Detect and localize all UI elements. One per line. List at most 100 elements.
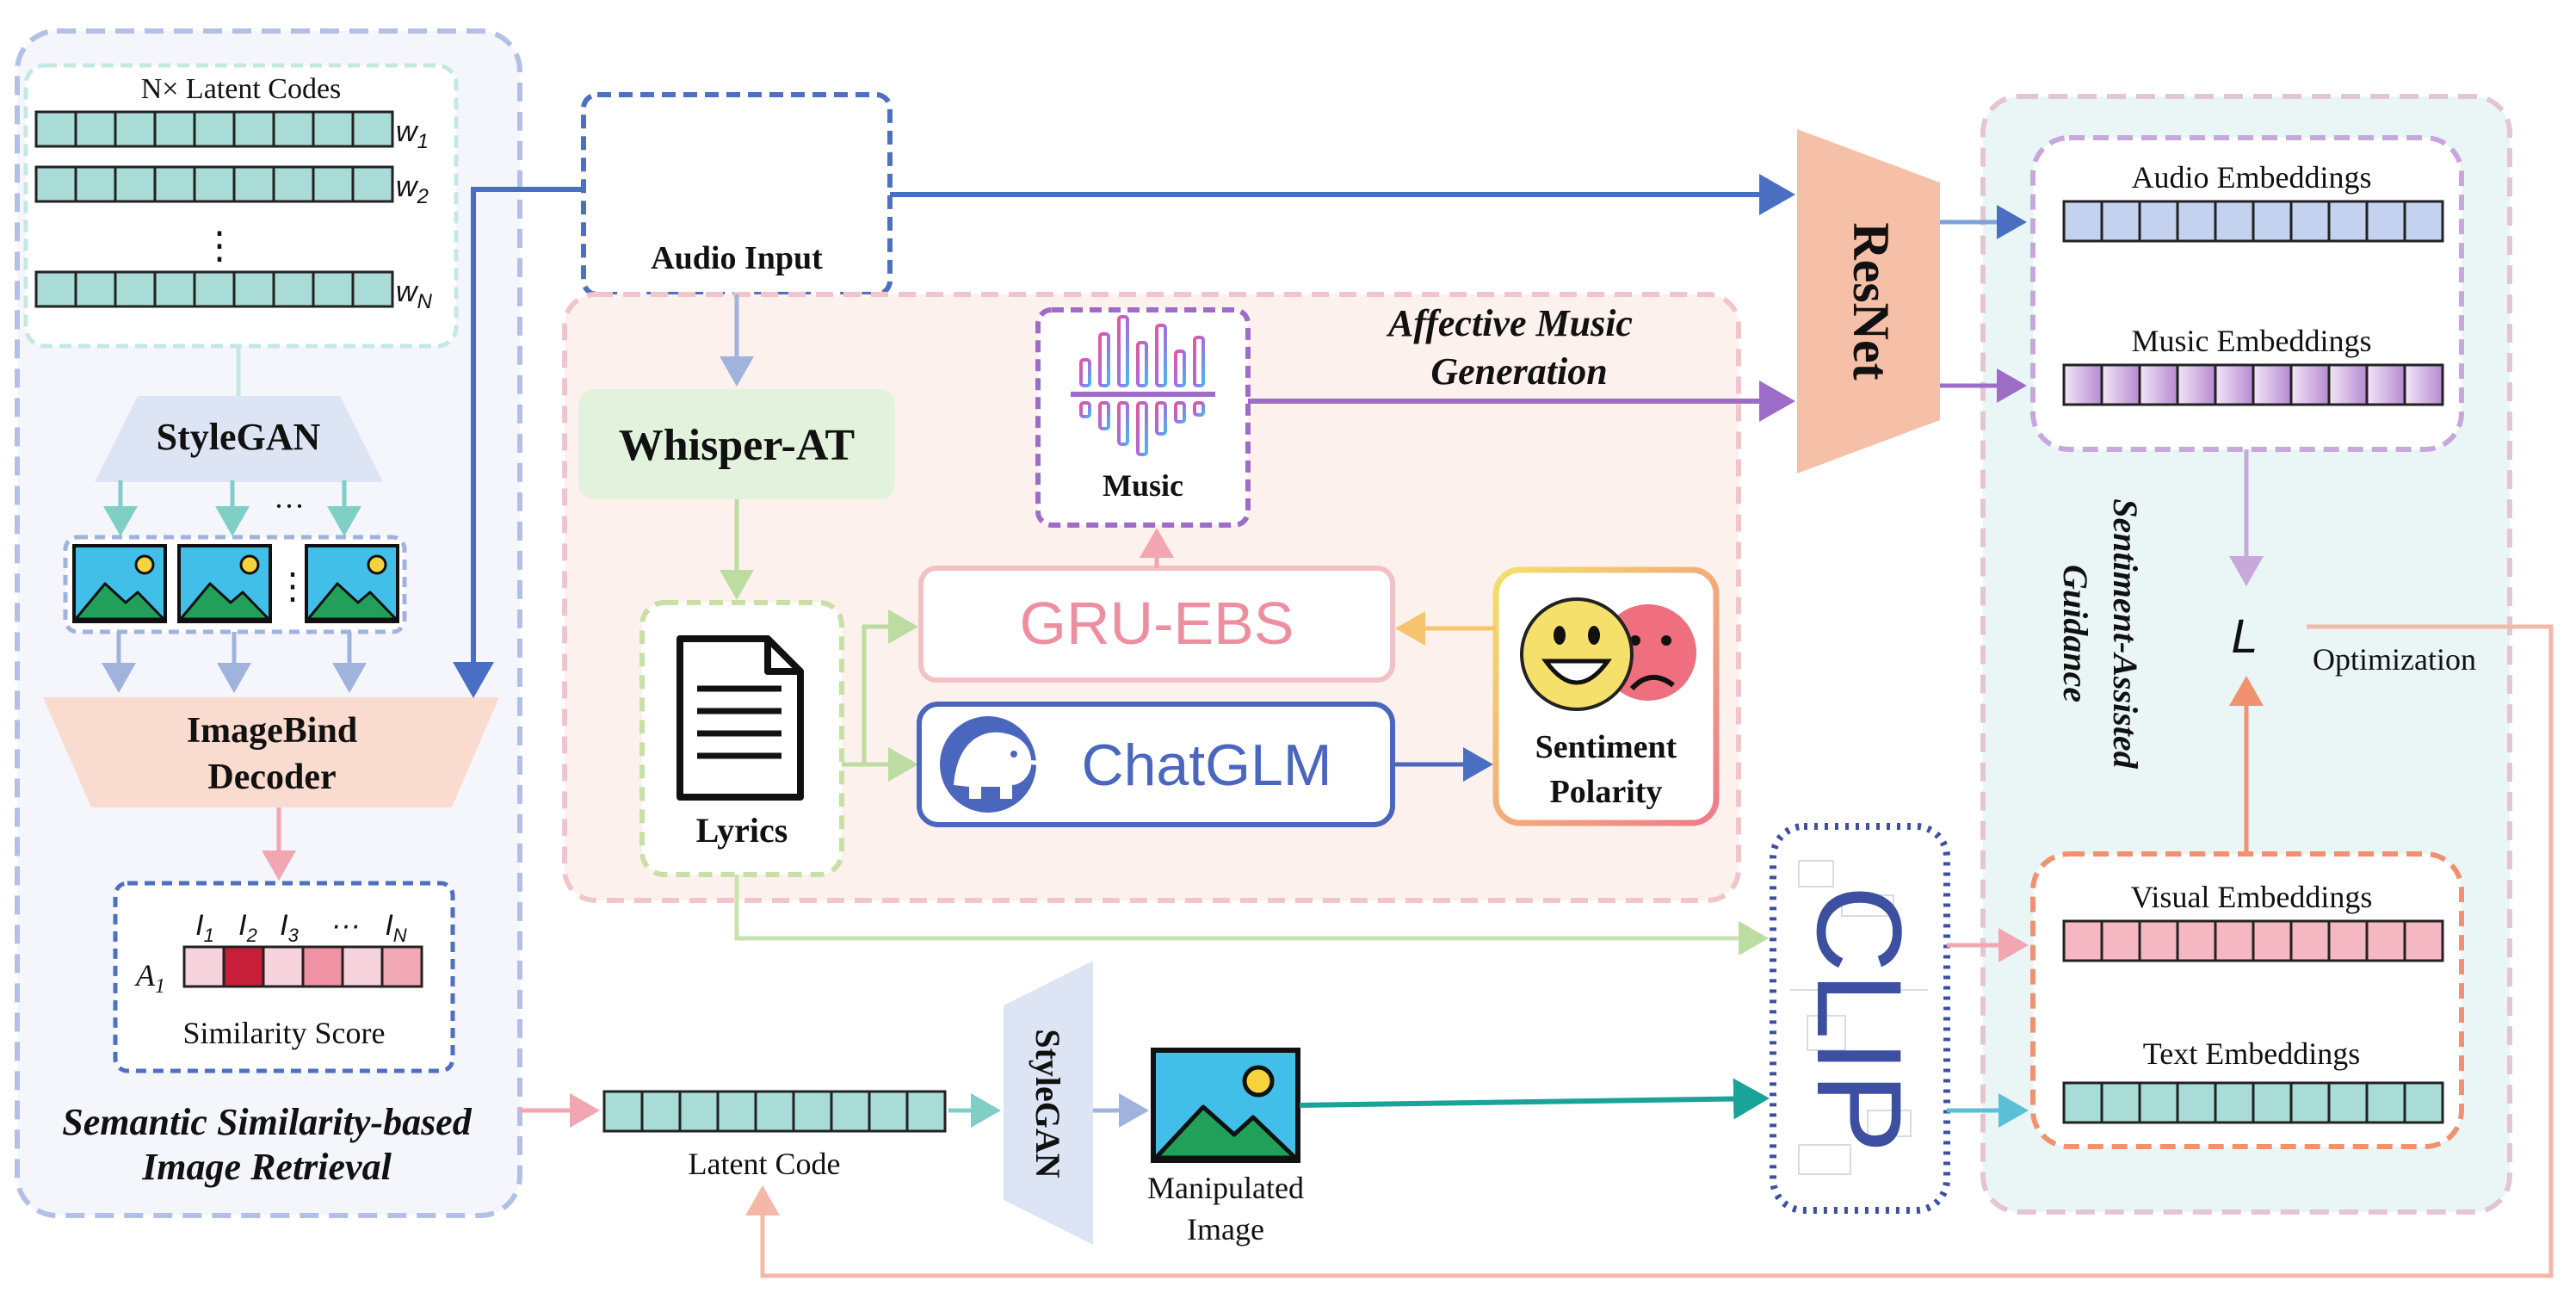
latent-cell bbox=[232, 270, 275, 308]
text-embedding-cell bbox=[2062, 1081, 2103, 1124]
latent-cell bbox=[312, 110, 355, 148]
lyrics-to-gru-arrow bbox=[842, 609, 918, 767]
visual-embedding-cell bbox=[2289, 919, 2331, 962]
retrieval-title-line1: Semantic Similarity-based bbox=[62, 1101, 472, 1143]
music-gen-title-line1: Affective Music bbox=[1386, 302, 1633, 344]
similarity-cell bbox=[182, 945, 225, 988]
clip-texture bbox=[1790, 860, 1928, 1175]
latent-cell bbox=[312, 165, 355, 203]
loss-label: L bbox=[2231, 609, 2258, 663]
audio-embedding-cell bbox=[2176, 200, 2217, 243]
resnet-block bbox=[1797, 129, 1940, 473]
whisper-at-box bbox=[578, 389, 895, 499]
latent-code-cell bbox=[792, 1090, 833, 1133]
music-bar bbox=[1098, 332, 1110, 387]
text-embedding-cell bbox=[2100, 1081, 2141, 1124]
music-gen-title-line2: Generation bbox=[1430, 350, 1607, 393]
visual-embedding-cell bbox=[2365, 919, 2406, 962]
music-bar bbox=[1155, 401, 1167, 436]
w-label: wN bbox=[396, 275, 433, 313]
audio-embedding-cell bbox=[2365, 200, 2406, 243]
imagebind-decoder bbox=[43, 697, 499, 807]
resnet-label: ResNet bbox=[1843, 222, 1900, 380]
images-to-decoder-arrows bbox=[102, 632, 367, 693]
latent-cell bbox=[351, 110, 394, 148]
music-bar bbox=[1193, 401, 1205, 417]
guidance-title-line2: Guidance bbox=[2056, 565, 2095, 702]
audio-embedding-cell bbox=[2252, 200, 2293, 243]
image-icon bbox=[72, 544, 167, 623]
retrieval-title-line2: Image Retrieval bbox=[141, 1146, 392, 1188]
visual-embedding-cell bbox=[2062, 919, 2103, 962]
latent-code-cell bbox=[868, 1090, 909, 1133]
latent-code-cell bbox=[640, 1090, 682, 1133]
latent-cell bbox=[74, 110, 117, 148]
image-to-clip-arrow bbox=[1299, 1078, 1770, 1120]
similarity-cell bbox=[341, 945, 384, 988]
latent-cell bbox=[232, 165, 275, 203]
music-bar bbox=[1117, 401, 1129, 446]
music-embedding-cell bbox=[2289, 363, 2331, 406]
music-embedding-cell bbox=[2062, 363, 2103, 406]
text-embedding-cell bbox=[2176, 1081, 2217, 1124]
lyrics-to-clip-line bbox=[734, 875, 1769, 956]
text-embedding-cell bbox=[2365, 1081, 2406, 1124]
audio-embedding-cell bbox=[2062, 200, 2103, 243]
music-bar bbox=[1079, 401, 1091, 418]
audio-embedding-cell bbox=[2100, 200, 2141, 243]
text-embedding-cell bbox=[2327, 1081, 2369, 1124]
visual-emb-label: Visual Embeddings bbox=[2131, 880, 2373, 914]
similarity-header: I2 bbox=[238, 909, 257, 946]
latent-cell bbox=[74, 270, 117, 308]
music-emb-label: Music Embeddings bbox=[2132, 324, 2372, 358]
music-bar bbox=[1117, 315, 1129, 387]
visual-embedding-cell bbox=[2138, 919, 2179, 962]
latent-cell bbox=[153, 165, 196, 203]
lyrics-label: Lyrics bbox=[696, 811, 788, 850]
similarity-cell bbox=[301, 945, 344, 988]
music-bar bbox=[1193, 336, 1205, 387]
sentiment-line2: Polarity bbox=[1550, 774, 1663, 810]
music-embedding-cell bbox=[2252, 363, 2293, 406]
latent-code-cell bbox=[905, 1090, 947, 1133]
audio-embedding-cell bbox=[2214, 200, 2255, 243]
imagebind-line1: ImageBind bbox=[187, 711, 357, 751]
music-bars-icon bbox=[1071, 315, 1215, 456]
latent-code-cell bbox=[602, 1090, 644, 1133]
stylegan-to-images-arrows bbox=[103, 480, 361, 536]
generated-image-icons bbox=[72, 544, 399, 623]
similarity-cell bbox=[262, 945, 305, 988]
waveform-icon bbox=[596, 117, 876, 210]
visual-embedding-cells bbox=[2062, 919, 2444, 962]
audio-embedding-cell bbox=[2138, 200, 2179, 243]
similarity-header: ··· bbox=[331, 909, 361, 942]
visual-embedding-cell bbox=[2403, 919, 2444, 962]
audio-embedding-cell bbox=[2289, 200, 2331, 243]
latent-code-cell bbox=[830, 1090, 871, 1133]
manipulated-line1: Manipulated bbox=[1147, 1171, 1304, 1205]
chatglm-label: ChatGLM bbox=[1082, 733, 1332, 798]
latent-cell bbox=[153, 270, 196, 308]
visual-embedding-cell bbox=[2252, 919, 2293, 962]
text-embedding-cell bbox=[2403, 1081, 2444, 1124]
audio-to-imagebind-line bbox=[453, 187, 584, 698]
latent-cell bbox=[193, 165, 236, 203]
similarity-cell bbox=[222, 945, 265, 988]
stylegan-label: StyleGAN bbox=[157, 416, 321, 458]
text-embedding-cell bbox=[2252, 1081, 2293, 1124]
latent-cell bbox=[114, 270, 157, 308]
similarity-cell bbox=[380, 945, 423, 988]
manipulated-image-icon bbox=[1151, 1048, 1300, 1163]
text-embedding-cell bbox=[2138, 1081, 2179, 1124]
optimization-label: Optimization bbox=[2313, 642, 2476, 677]
music-bar bbox=[1174, 349, 1186, 387]
music-bar bbox=[1155, 324, 1167, 387]
audio-embedding-cell bbox=[2327, 200, 2369, 243]
latent-cell bbox=[34, 110, 77, 148]
audio-emb-label: Audio Embeddings bbox=[2132, 160, 2372, 195]
similarity-row-label: A1 bbox=[134, 958, 165, 998]
latent-cell bbox=[193, 110, 236, 148]
music-bar bbox=[1174, 401, 1186, 424]
sentiment-line1: Sentiment bbox=[1535, 729, 1677, 765]
